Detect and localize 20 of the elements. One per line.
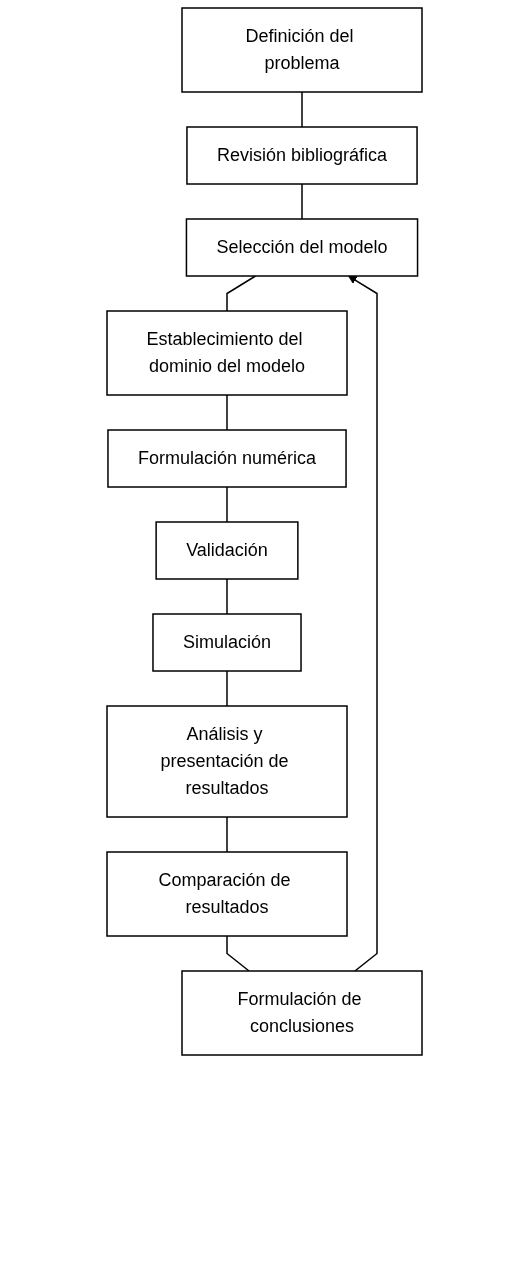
connector: [301, 183, 303, 220]
node-box: Comparación de resultados: [106, 851, 348, 937]
node-box: Selección del modelo: [185, 218, 419, 277]
node-box: Análisis y presentación de resultados: [106, 705, 348, 818]
connector: [226, 935, 250, 972]
connector: [226, 486, 228, 523]
node-box: Formulación numérica: [107, 429, 347, 488]
node-box: Formulación de conclusiones: [181, 970, 423, 1056]
connector: [226, 670, 228, 707]
node-box: Validación: [155, 521, 299, 580]
connector: [226, 578, 228, 615]
node-box: Definición del problema: [181, 7, 423, 93]
connector: [226, 816, 228, 853]
arrow: [348, 275, 378, 972]
node-box: Establecimiento del dominio del modelo: [106, 310, 348, 396]
node-box: Simulación: [152, 613, 302, 672]
node-box: Revisión bibliográfica: [186, 126, 418, 185]
connector: [226, 394, 228, 431]
connector: [226, 275, 257, 312]
connector: [301, 91, 303, 128]
